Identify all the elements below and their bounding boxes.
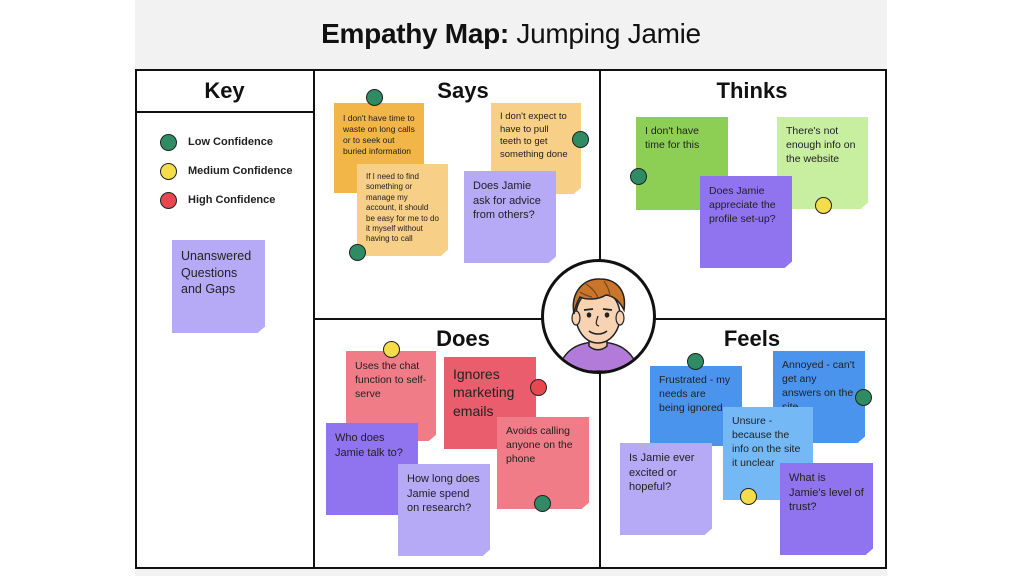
divider-key-header (135, 111, 314, 113)
does-heading: Does (436, 326, 490, 351)
high-confidence-dot-icon (530, 379, 547, 396)
feels-heading: Feels (723, 326, 781, 351)
low-confidence-dot-icon (160, 134, 177, 151)
page-title: Empathy Map: Jumping Jamie (321, 18, 701, 49)
medium-confidence-dot-icon (740, 488, 757, 505)
low-confidence-dot-icon (349, 244, 366, 261)
medium-confidence-dot-icon (383, 341, 400, 358)
key-heading: Key (204, 78, 245, 103)
low-confidence-dot-icon (630, 168, 647, 185)
says-heading: Says (437, 78, 489, 103)
high-confidence-dot-icon (160, 192, 177, 209)
persona-face-icon (557, 278, 640, 371)
does-note-ignores-emails: Ignores marketing emails (444, 357, 536, 449)
thinks-heading: Thinks (716, 78, 788, 103)
thinks-note-not-enough-info: There's not enough info on the website (777, 117, 868, 209)
low-confidence-dot-icon (687, 353, 704, 370)
medium-confidence-dot-icon (815, 197, 832, 214)
says-note-self-serve: If I need to find something or manage my… (357, 164, 448, 256)
feels-note-excited: Is Jamie ever excited or hopeful? (620, 443, 712, 535)
low-confidence-dot-icon (366, 89, 383, 106)
low-confidence-dot-icon (534, 495, 551, 512)
key-item-label: Low Confidence (188, 136, 273, 148)
persona-avatar (541, 259, 656, 374)
key-item-label: Medium Confidence (188, 165, 293, 177)
does-note-research-time: How long does Jamie spend on research? (398, 464, 490, 556)
thinks-note-profile-setup: Does Jamie appreciate the profile set-up… (700, 176, 792, 268)
does-note-avoids-calling: Avoids calling anyone on the phone (497, 417, 589, 509)
key-item-label: High Confidence (188, 194, 276, 206)
says-note-ask-advice: Does Jamie ask for advice from others? (464, 171, 556, 263)
low-confidence-dot-icon (572, 131, 589, 148)
medium-confidence-dot-icon (160, 163, 177, 180)
key-sample-note: Unanswered Questions and Gaps (172, 240, 265, 333)
low-confidence-dot-icon (855, 389, 872, 406)
feels-note-trust: What is Jamie's level of trust? (780, 463, 873, 555)
feels-note-frustrated: Frustrated - my needs are being ignored (650, 366, 742, 446)
